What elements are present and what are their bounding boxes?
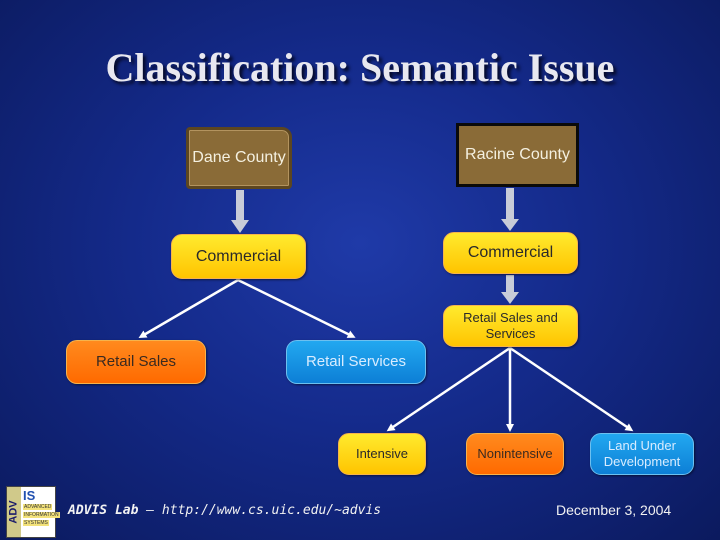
footer-lab: ADVIS Lab: [68, 503, 139, 518]
commercial-node-right: Commercial: [443, 232, 578, 274]
logo-strip: ADV: [7, 487, 21, 537]
commercial-node-left: Commercial: [171, 234, 306, 279]
land-under-development-node: Land Under Development: [590, 433, 694, 475]
footer-date: December 3, 2004: [556, 502, 672, 518]
diagonal-arrow-icon: [386, 346, 634, 432]
retail-sales-node: Retail Sales: [66, 340, 206, 384]
logo-is-text: IS: [23, 488, 36, 503]
racine-county-node: Racine County: [456, 123, 579, 187]
down-arrow-icon: [231, 190, 249, 233]
dane-county-node: Dane County: [186, 127, 292, 189]
slide-title: Classification: Semantic Issue: [105, 45, 615, 90]
diagonal-arrow-icon: [138, 278, 356, 339]
retail-sales-and-services-node: Retail Sales and Services: [443, 305, 578, 347]
footer-url: – http://www.cs.uic.edu/~advis: [138, 503, 382, 518]
intensive-node: Intensive: [338, 433, 426, 475]
down-arrow-icon: [501, 275, 519, 304]
nonintensive-node: Nonintensive: [466, 433, 564, 475]
footer-lab-url: ADVIS Lab – http://www.cs.uic.edu/~advis: [68, 503, 381, 518]
retail-services-node: Retail Services: [286, 340, 426, 384]
advis-logo: ADV IS ADVANCED INFORMATION SYSTEMS: [6, 486, 60, 538]
down-arrow-icon: [501, 188, 519, 231]
